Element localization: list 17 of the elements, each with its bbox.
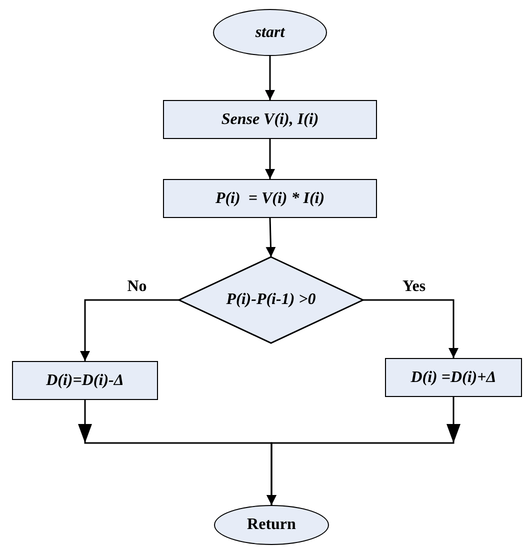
process-box <box>163 179 377 218</box>
arrow <box>265 56 275 100</box>
node-text: P(i) = V(i) * I(i) <box>215 190 325 208</box>
arrow <box>265 139 275 179</box>
node-text: Return <box>247 516 296 534</box>
node-text: P(i)-P(i-1) >0 <box>226 291 316 309</box>
arrow <box>80 299 179 361</box>
arrow <box>266 218 276 258</box>
node-text: D(i)=D(i)-Δ <box>46 372 124 390</box>
arrow <box>363 299 458 358</box>
node-text: Sense V(i), I(i) <box>221 110 319 128</box>
process-box <box>12 361 158 400</box>
node-text: D(i) =D(i)+Δ <box>410 368 496 386</box>
arrow <box>266 397 460 505</box>
node-text: start <box>255 24 285 42</box>
process-box <box>385 358 522 397</box>
process-box <box>163 100 377 139</box>
